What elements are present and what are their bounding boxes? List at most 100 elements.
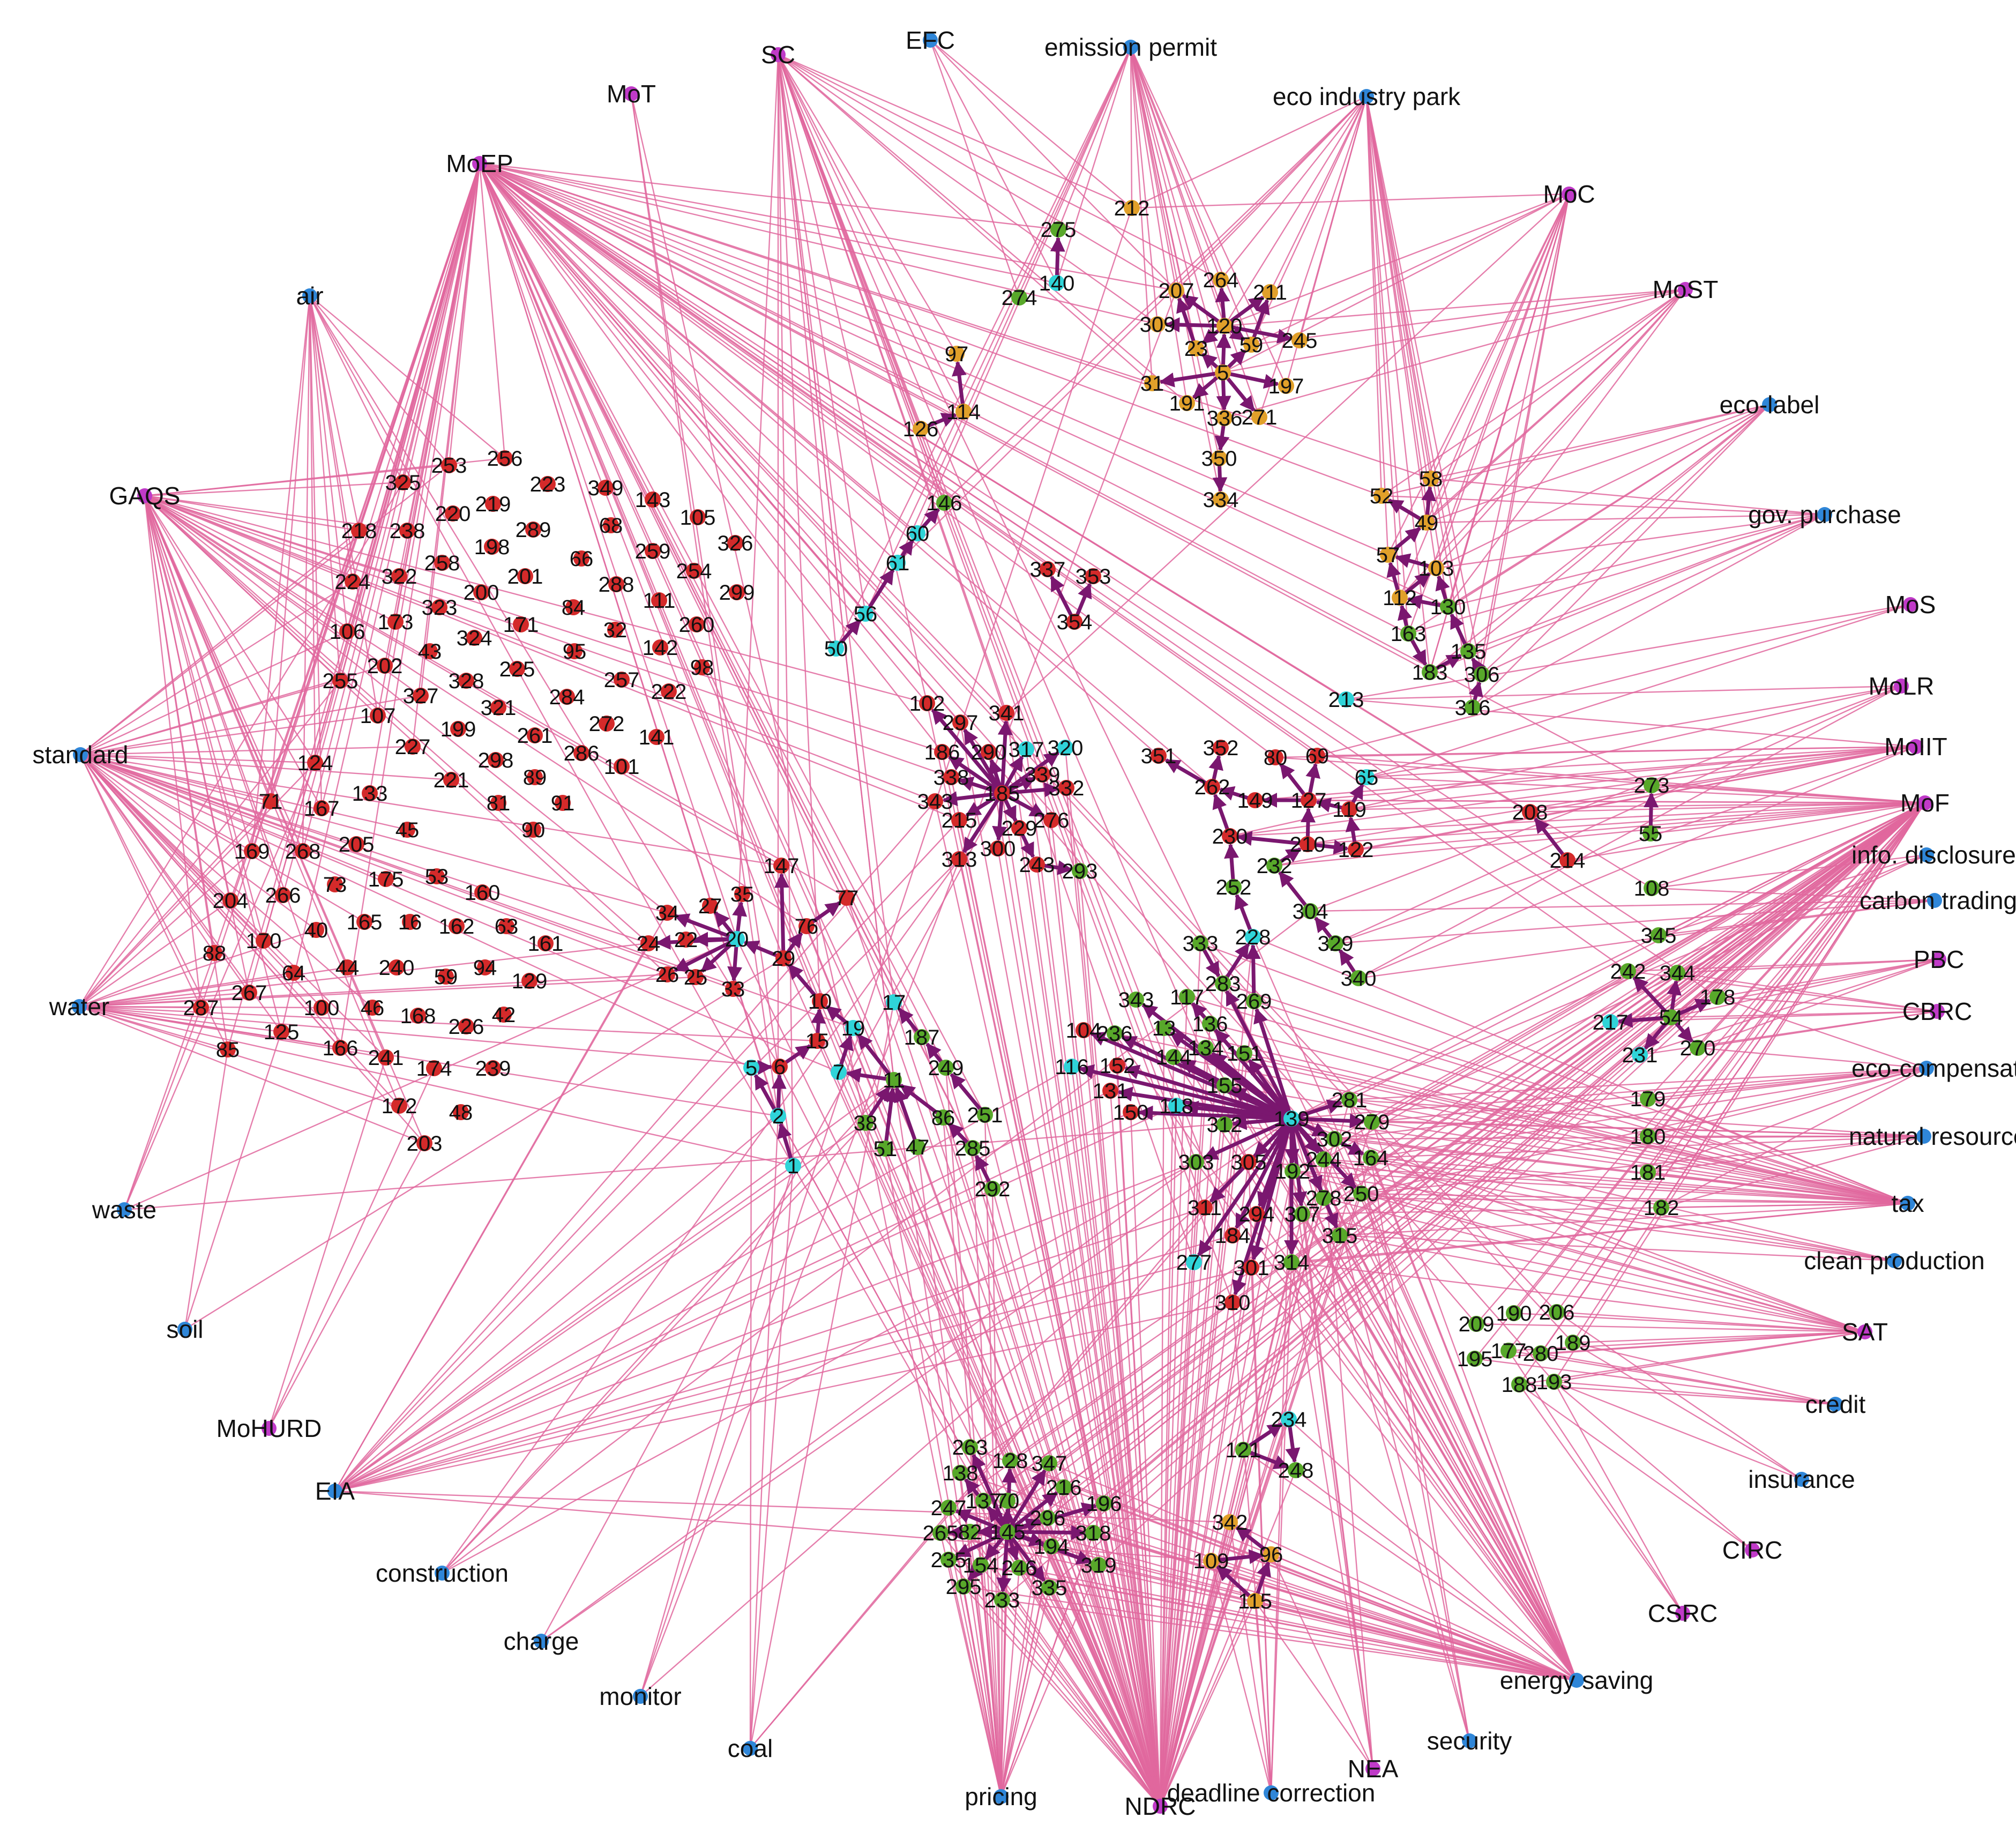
policy-node[interactable]: 147 [764, 854, 800, 878]
policy-node[interactable]: 50 [824, 637, 848, 661]
policy-node[interactable]: 306 [1464, 663, 1500, 687]
policy-node[interactable]: 70 [996, 1489, 1020, 1513]
policy-node[interactable]: 122 [1338, 838, 1374, 862]
topic-node[interactable]: security [1427, 1727, 1512, 1755]
policy-node[interactable]: 162 [439, 915, 475, 938]
policy-node[interactable]: 168 [400, 1004, 436, 1028]
agency-node[interactable]: MoS [1885, 591, 1936, 619]
policy-node[interactable]: 146 [927, 491, 962, 515]
policy-node[interactable]: 31 [1140, 372, 1164, 396]
policy-node[interactable]: 209 [1459, 1313, 1495, 1336]
policy-node[interactable]: 47 [906, 1136, 930, 1159]
policy-node[interactable]: 29 [772, 947, 796, 971]
policy-node[interactable]: 314 [1274, 1251, 1310, 1275]
policy-node[interactable]: 299 [719, 581, 755, 605]
topic-node[interactable]: credit [1805, 1390, 1866, 1418]
policy-node[interactable]: 118 [1159, 1094, 1193, 1118]
policy-node[interactable]: 135 [1451, 640, 1487, 664]
policy-node[interactable]: 131 [1093, 1079, 1129, 1103]
policy-node[interactable]: 134 [1188, 1037, 1224, 1060]
policy-node[interactable]: 290 [971, 741, 1007, 764]
policy-node[interactable]: 284 [549, 686, 585, 709]
policy-node[interactable]: 300 [980, 837, 1016, 861]
policy-node[interactable]: 100 [304, 996, 340, 1020]
policy-node[interactable]: 43 [418, 640, 442, 664]
policy-node[interactable]: 58 [1419, 467, 1443, 491]
policy-node[interactable]: 101 [604, 755, 640, 779]
policy-node[interactable]: 25 [684, 966, 708, 989]
topic-node[interactable]: monitor [599, 1682, 681, 1710]
policy-node[interactable]: 22 [674, 928, 698, 952]
policy-node[interactable]: 295 [946, 1575, 982, 1599]
policy-node[interactable]: 307 [1285, 1203, 1320, 1226]
policy-node[interactable]: 260 [679, 613, 715, 637]
policy-node[interactable]: 161 [528, 932, 564, 956]
policy-node[interactable]: 222 [651, 680, 687, 704]
policy-node[interactable]: 88 [203, 942, 227, 965]
policy-node[interactable]: 288 [599, 573, 634, 597]
policy-node[interactable]: 120 [1207, 315, 1243, 338]
policy-node[interactable]: 114 [946, 400, 981, 424]
policy-node[interactable]: 339 [1025, 763, 1061, 787]
topic-node[interactable]: EIA [315, 1477, 355, 1505]
policy-node[interactable]: 272 [589, 712, 625, 736]
policy-node[interactable]: 249 [928, 1056, 964, 1080]
policy-node[interactable]: 256 [487, 447, 523, 471]
policy-node[interactable]: 335 [1032, 1576, 1067, 1600]
policy-node[interactable]: 200 [464, 581, 499, 605]
policy-node[interactable]: 17 [882, 991, 906, 1015]
policy-node[interactable]: 177 [1491, 1339, 1527, 1363]
policy-node[interactable]: 115 [1238, 1590, 1272, 1613]
policy-node[interactable]: 13 [1152, 1017, 1176, 1040]
policy-node[interactable]: 11 [883, 1069, 905, 1092]
policy-node[interactable]: 96 [1259, 1543, 1283, 1567]
topic-node[interactable]: clean production [1804, 1247, 1985, 1275]
policy-node[interactable]: 312 [1207, 1113, 1243, 1137]
policy-node[interactable]: 233 [984, 1589, 1020, 1612]
topic-node[interactable]: natural resource [1849, 1122, 2016, 1150]
policy-node[interactable]: 311 [1188, 1196, 1222, 1220]
policy-node[interactable]: 271 [1242, 406, 1278, 429]
policy-node[interactable]: 210 [1290, 833, 1326, 856]
policy-node[interactable]: 107 [360, 704, 396, 728]
policy-node[interactable]: 264 [1203, 269, 1239, 292]
policy-node[interactable]: 215 [942, 809, 977, 832]
policy-node[interactable]: 170 [246, 929, 282, 953]
policy-node[interactable]: 64 [282, 962, 306, 985]
policy-node[interactable]: 180 [1630, 1125, 1666, 1149]
policy-node[interactable]: 1 [785, 1154, 801, 1178]
agency-node[interactable]: MoST [1653, 275, 1719, 303]
policy-node[interactable]: 199 [440, 718, 476, 741]
policy-node[interactable]: 196 [1086, 1492, 1122, 1516]
policy-node[interactable]: 151 [1227, 1042, 1263, 1066]
policy-node[interactable]: 212 [1114, 197, 1150, 220]
topic-node[interactable]: carbon trading [1860, 887, 2016, 914]
policy-node[interactable]: 332 [1049, 777, 1085, 800]
policy-node[interactable]: 252 [1216, 876, 1252, 899]
topic-node[interactable]: water [49, 993, 109, 1020]
policy-node[interactable]: 165 [347, 911, 383, 934]
agency-node[interactable]: MoHURD [216, 1414, 322, 1442]
agency-node[interactable]: MoIIT [1884, 733, 1947, 761]
policy-node[interactable]: 152 [1100, 1054, 1136, 1078]
policy-node[interactable]: 201 [507, 565, 543, 589]
agency-node[interactable]: NDRC [1125, 1792, 1196, 1820]
policy-node[interactable]: 98 [690, 656, 714, 680]
policy-node[interactable]: 324 [457, 627, 492, 650]
policy-node[interactable]: 226 [449, 1015, 484, 1039]
policy-node[interactable]: 95 [563, 640, 587, 664]
policy-node[interactable]: 82 [958, 1521, 982, 1544]
policy-node[interactable]: 333 [1183, 932, 1219, 956]
policy-node[interactable]: 94 [473, 956, 497, 980]
policy-node[interactable]: 182 [1644, 1196, 1679, 1220]
policy-node[interactable]: 236 [1097, 1022, 1133, 1046]
policy-node[interactable]: 231 [1622, 1044, 1658, 1067]
policy-node[interactable]: 59 [434, 965, 458, 989]
policy-node[interactable]: 305 [1231, 1151, 1267, 1174]
policy-node[interactable]: 19 [841, 1017, 865, 1040]
policy-node[interactable]: 133 [352, 782, 388, 806]
policy-node[interactable]: 202 [367, 654, 403, 678]
policy-node[interactable]: 104 [1066, 1019, 1102, 1042]
policy-node[interactable]: 261 [517, 724, 553, 748]
policy-node[interactable]: 280 [1523, 1342, 1559, 1366]
